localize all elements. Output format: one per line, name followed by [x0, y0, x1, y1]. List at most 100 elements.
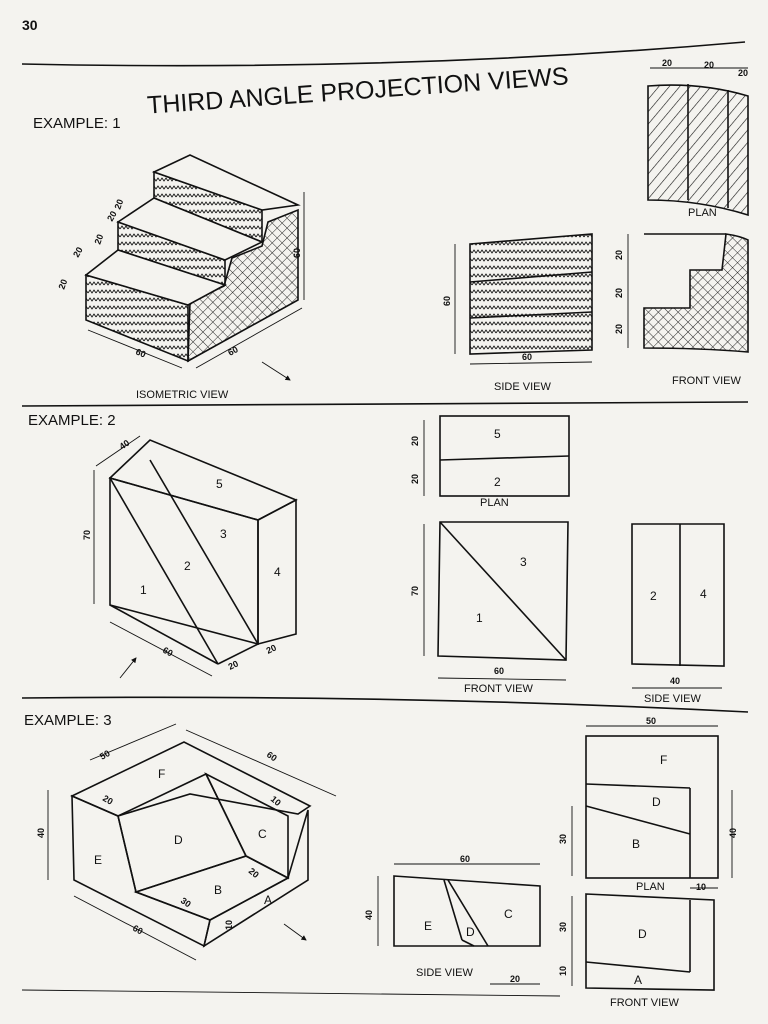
ex2-dim-depth: 40 [117, 438, 131, 452]
ex2-side-face-2: 2 [650, 589, 657, 603]
ex2-face-1: 1 [140, 583, 147, 597]
ex2-caption-side: SIDE VIEW [644, 693, 701, 705]
ex2-dim-side-w: 40 [670, 676, 680, 686]
ex3-caption-front: FRONT VIEW [610, 997, 679, 1009]
example-1-heading: EXAMPLE: 1 [33, 115, 121, 132]
ex1-dim-height: 60 [292, 248, 302, 258]
ex3-plan-dim-40: 40 [728, 828, 738, 838]
ex3-plan-dim-30: 30 [558, 834, 568, 844]
ex1-caption-side: SIDE VIEW [494, 381, 551, 393]
ex3-iso-dim-60b: 60 [131, 923, 145, 937]
ex1-dim-plan-w1: 20 [662, 58, 672, 68]
page-title: THIRD ANGLE PROJECTION VIEWS [146, 62, 569, 119]
ex2-face-5: 5 [216, 477, 223, 491]
ex3-side-dim-60: 60 [460, 854, 470, 864]
example-2-isometric [93, 435, 298, 677]
ex3-face-d: D [174, 833, 183, 847]
ex1-dim-len-b: 60 [226, 344, 240, 358]
example-1-side-view [454, 233, 593, 365]
ex1-dim-front-h1: 20 [614, 250, 624, 260]
ex3-iso-dim-60a: 60 [265, 749, 279, 763]
ex3-view-arrow [283, 923, 307, 941]
ex1-dim-step-h3: 20 [112, 198, 125, 211]
ex3-iso-dim-20a: 20 [101, 793, 115, 807]
title-rule [21, 41, 746, 67]
ex3-side-dim-40: 40 [364, 910, 374, 920]
ex2-side-face-4: 4 [700, 587, 707, 601]
ex2-front-face-1: 1 [476, 611, 483, 625]
ex3-front-face-a: A [634, 973, 642, 987]
divider-2 [21, 696, 749, 713]
ex3-front-dim-30: 30 [558, 922, 568, 932]
ex2-dim-front-w: 60 [494, 666, 504, 676]
ex3-side-dim-20: 20 [510, 974, 520, 984]
divider-1 [21, 401, 749, 407]
ex1-dim-front-h2: 20 [614, 288, 624, 298]
ex3-side-face-d: D [466, 925, 475, 939]
example-2-heading: EXAMPLE: 2 [28, 412, 116, 429]
ex2-dim-front-h: 70 [410, 586, 420, 596]
ex3-face-a: A [264, 893, 272, 907]
ex2-face-2: 2 [184, 559, 191, 573]
ex2-dim-20b: 20 [265, 643, 278, 656]
ex3-face-e: E [94, 853, 102, 867]
ex2-plan-face-5: 5 [494, 427, 501, 441]
ex1-dim-side-h: 60 [442, 296, 452, 306]
ex2-plan-face-2: 2 [494, 475, 501, 489]
ex3-face-f: F [158, 767, 165, 781]
ex3-iso-dim-20b: 20 [247, 866, 261, 880]
ex1-view-arrow [261, 361, 291, 381]
ex3-plan-dim-10: 10 [696, 882, 706, 892]
ex2-dim-20a: 20 [227, 659, 240, 672]
ex3-face-c: C [258, 827, 267, 841]
ex3-plan-face-b: B [632, 837, 640, 851]
ex3-iso-dim-40: 40 [36, 828, 46, 838]
ex1-dim-step-h1: 20 [56, 278, 69, 291]
ex3-iso-dim-10a: 10 [269, 794, 283, 808]
ex1-dim-step-h2: 20 [92, 233, 105, 246]
ex1-dim-plan-w2: 20 [704, 60, 714, 70]
ex3-plan-face-d: D [652, 795, 661, 809]
ex2-dim-plan-h2: 20 [410, 474, 420, 484]
ex3-iso-dim-50: 50 [98, 748, 112, 762]
ex2-dim-length: 60 [161, 645, 175, 659]
example-1-front-view [627, 233, 749, 353]
example-2-plan [423, 415, 570, 497]
ex2-dim-plan-h1: 20 [410, 436, 420, 446]
ex3-plan-face-f: F [660, 753, 667, 767]
ex1-caption-plan: PLAN [688, 207, 717, 219]
ex1-dim-step-d2: 20 [105, 209, 119, 223]
example-3-side-view [377, 863, 541, 985]
ex3-plan-dim-50: 50 [646, 716, 656, 726]
ex2-caption-plan: PLAN [480, 497, 509, 509]
ex1-dim-front-h3: 20 [614, 324, 624, 334]
example-3-plan [571, 725, 733, 889]
example-1-isometric [84, 154, 301, 363]
example-3-front-view [571, 893, 715, 991]
example-2-side-view [631, 523, 725, 689]
example-3-heading: EXAMPLE: 3 [24, 712, 112, 729]
ex3-front-face-d: D [638, 927, 647, 941]
ex1-dim-step-d1: 20 [71, 245, 85, 259]
bottom-rule [21, 989, 561, 997]
ex1-caption-front: FRONT VIEW [672, 375, 741, 387]
ex1-caption-isometric: ISOMETRIC VIEW [136, 389, 229, 401]
ex3-caption-side: SIDE VIEW [416, 967, 473, 979]
example-3-isometric [47, 723, 337, 961]
ex3-side-face-e: E [424, 919, 432, 933]
ex2-face-4: 4 [274, 565, 281, 579]
ex3-face-b: B [214, 883, 222, 897]
page-number: 30 [22, 17, 38, 33]
ex1-dim-len-a: 60 [134, 347, 147, 360]
example-2-front-view [423, 521, 569, 681]
ex2-face-3: 3 [220, 527, 227, 541]
ex3-side-face-c: C [504, 907, 513, 921]
ex3-iso-dim-10b: 10 [224, 920, 234, 930]
ex2-view-arrow [119, 657, 137, 679]
ex1-dim-plan-w3: 20 [738, 68, 748, 78]
example-1-plan [647, 67, 749, 217]
ex3-iso-dim-30: 30 [179, 895, 193, 909]
ex2-front-face-3: 3 [520, 555, 527, 569]
ex3-caption-plan: PLAN [636, 881, 665, 893]
ex3-front-dim-10: 10 [558, 966, 568, 976]
